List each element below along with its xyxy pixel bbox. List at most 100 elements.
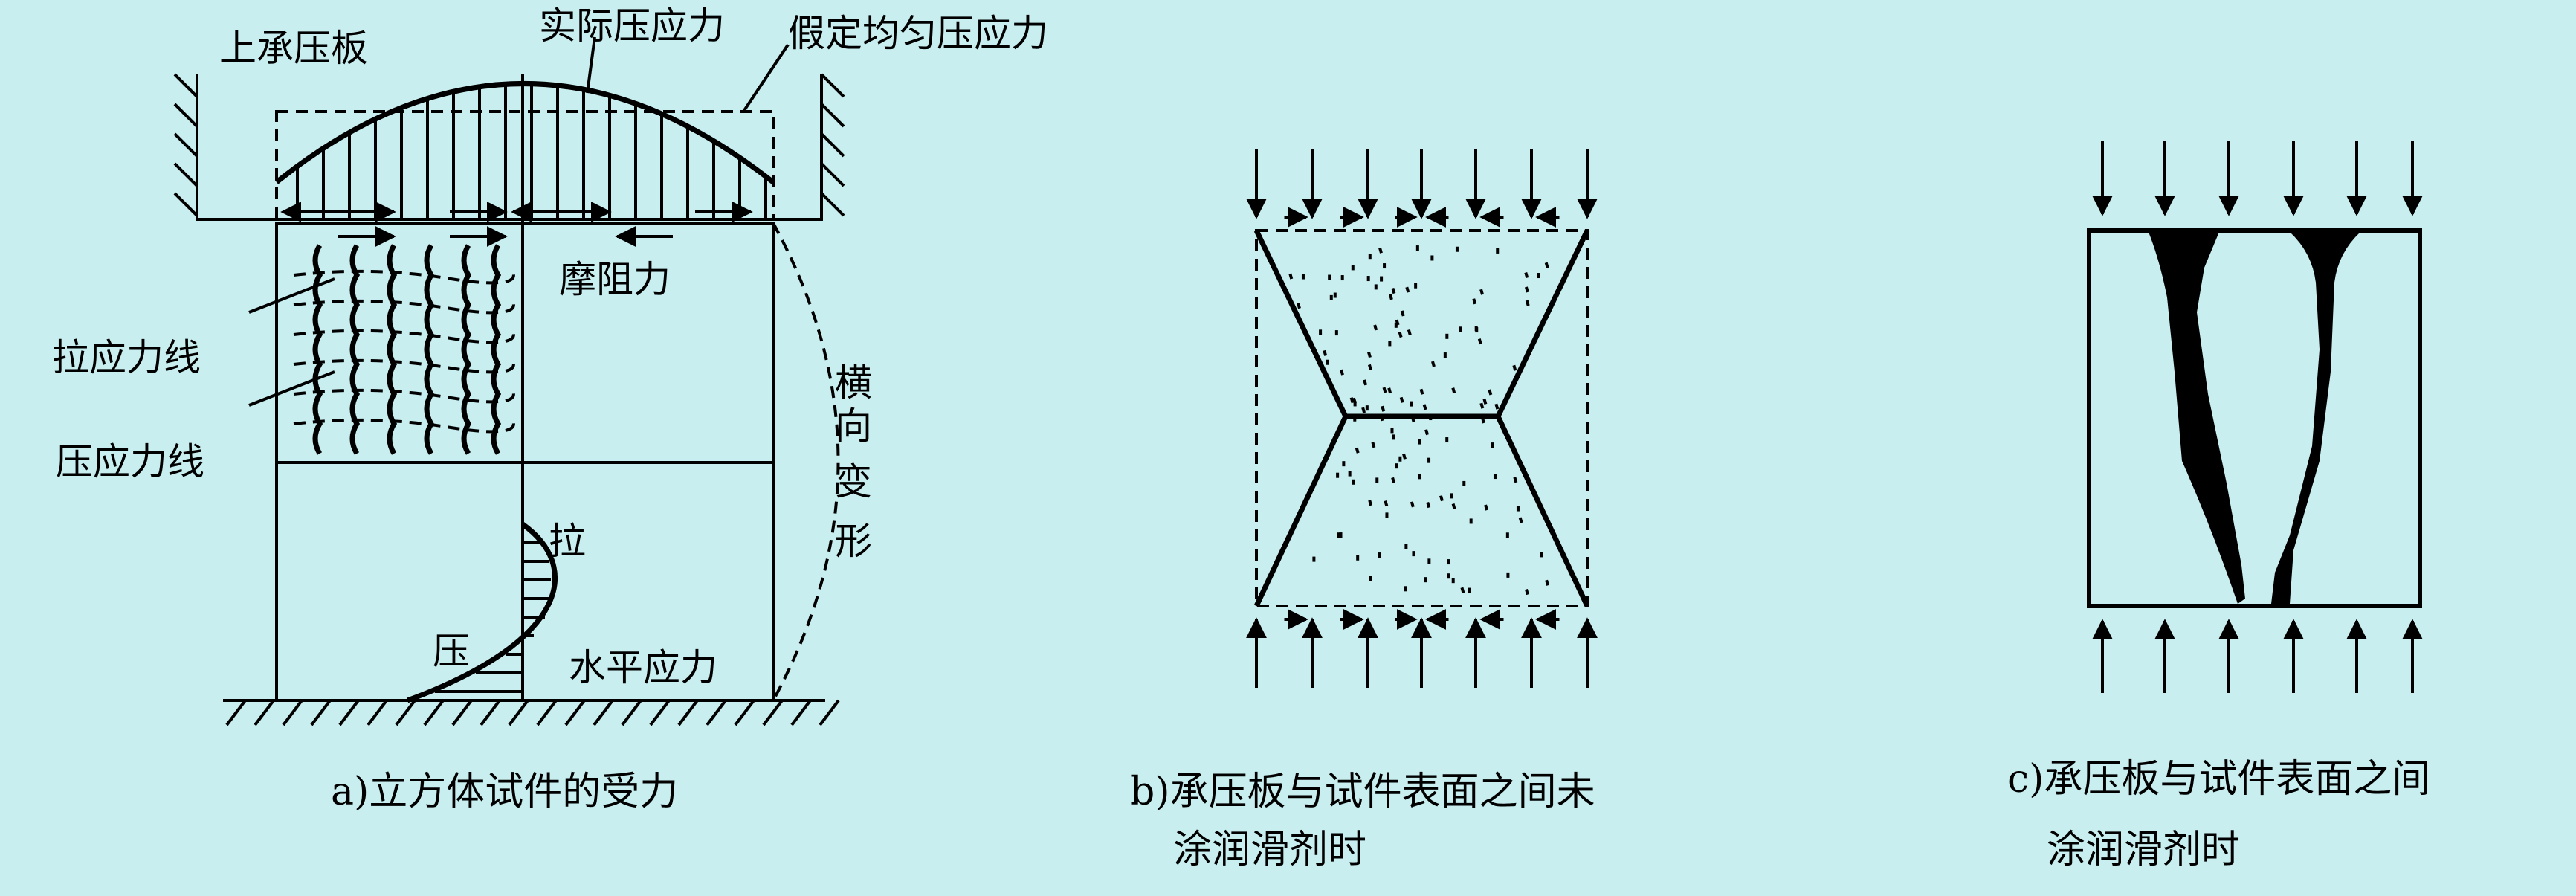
- speckle: [1424, 429, 1429, 436]
- label-lateral-deformation-3: 变: [835, 460, 872, 503]
- speckle: [1524, 271, 1529, 279]
- speckle: [1410, 416, 1415, 423]
- tension-stress-line: [424, 244, 435, 455]
- speckle: [1368, 364, 1372, 370]
- ground-hatch: [677, 699, 699, 726]
- ground-hatch: [593, 699, 614, 726]
- figure-c: c)承压板与试件表面之间 涂润滑剂时: [2007, 141, 2430, 872]
- speckle: [1451, 387, 1456, 394]
- tension-stress-line: [312, 244, 323, 455]
- ground-hatch: [395, 699, 416, 726]
- compression-stress-line: [293, 269, 515, 285]
- speckle: [1391, 477, 1396, 484]
- ground-hatch: [762, 699, 784, 726]
- ground-base: [223, 699, 840, 726]
- speckle: [1381, 405, 1386, 412]
- figure-b: b)承压板与试件表面之间未 涂润滑剂时: [1130, 149, 1598, 872]
- leader-lines: [248, 36, 790, 407]
- speckle: [1340, 369, 1344, 376]
- ground-hatch: [338, 699, 360, 726]
- ground-hatch: [649, 699, 671, 726]
- speckle: [1451, 503, 1456, 510]
- speckle: [1484, 504, 1488, 511]
- crushed-concrete-speckle: [1288, 245, 1550, 596]
- speckle: [1382, 387, 1387, 393]
- speckle: [1368, 500, 1373, 506]
- speckle: [1297, 303, 1301, 309]
- speckle: [1349, 397, 1355, 404]
- stress-lines: [293, 244, 515, 455]
- ground-hatch: [734, 699, 755, 726]
- speckle: [1398, 331, 1403, 338]
- speckle: [1481, 417, 1485, 424]
- label-lateral-deformation-1: 横: [835, 361, 872, 405]
- label-actual-stress: 实际压应力: [539, 4, 725, 48]
- speckle: [1488, 389, 1493, 396]
- ground-hatch: [367, 699, 388, 726]
- ground-hatch: [706, 699, 727, 726]
- label-tension-lines: 拉应力线: [52, 336, 201, 379]
- actual-stress-diagram: [274, 81, 775, 219]
- ground-hatch: [790, 699, 812, 726]
- speckle: [1367, 352, 1372, 358]
- load-arrows-b: [1246, 149, 1598, 688]
- caption-b-line2: 涂润滑剂时: [1173, 828, 1366, 872]
- compression-stress-line: [293, 418, 515, 434]
- speckle: [1524, 286, 1529, 293]
- speckle: [1373, 324, 1378, 331]
- speckle: [1388, 294, 1393, 300]
- speckle: [1400, 310, 1405, 317]
- speckle: [1460, 587, 1465, 593]
- ground-hatch: [508, 699, 529, 726]
- speckle: [1395, 319, 1400, 326]
- label-horizontal-stress: 水平应力: [569, 646, 717, 689]
- label-tension: 拉: [549, 520, 586, 563]
- speckle: [1513, 477, 1518, 483]
- label-lateral-deformation-4: 形: [835, 520, 872, 563]
- specimen-outline-c: [2087, 228, 2422, 608]
- speckle: [1477, 338, 1482, 345]
- friction-arrows: [280, 202, 753, 247]
- ground-hatch: [564, 699, 586, 726]
- speckle: [1384, 500, 1389, 507]
- compression-stress-line: [293, 299, 515, 315]
- load-arrows-c: [2092, 141, 2423, 693]
- ground-hatch: [819, 699, 840, 726]
- failure-cones-b: [1253, 229, 1590, 607]
- vertical-cracks-c: [2149, 232, 2360, 604]
- label-assumed-stress: 假定均匀压应力: [788, 12, 1048, 55]
- figure-a: 上承压板 实际压应力 假定均匀压应力 摩阻力 拉应力线 压应力线 横 向 变 形…: [52, 4, 1048, 814]
- horizontal-stress-diagram: [406, 522, 558, 703]
- ground-hatch: [536, 699, 558, 726]
- speckle: [1407, 329, 1412, 335]
- caption-a: a)立方体试件的受力: [331, 770, 678, 814]
- ground-hatch: [451, 699, 473, 726]
- speckle: [1479, 289, 1484, 295]
- ground-hatch: [282, 699, 303, 726]
- speckle: [1378, 247, 1383, 254]
- speckle: [1512, 364, 1517, 371]
- speckle: [1525, 300, 1530, 306]
- speckle: [1402, 453, 1407, 460]
- label-upper-plate: 上承压板: [219, 27, 368, 70]
- ground-hatch: [480, 699, 501, 726]
- tension-stress-line: [461, 244, 472, 455]
- speckle: [1426, 502, 1431, 509]
- speckle: [1431, 361, 1436, 367]
- ground-hatch: [621, 699, 642, 726]
- speckle: [1352, 397, 1357, 404]
- lateral-deformation-curve: [772, 222, 840, 701]
- speckle: [1379, 415, 1384, 422]
- label-friction: 摩阻力: [559, 258, 671, 301]
- speckle: [1323, 349, 1328, 356]
- speckle: [1525, 589, 1529, 596]
- speckle: [1410, 501, 1415, 508]
- speckle: [1363, 379, 1368, 386]
- speckle: [1518, 517, 1523, 523]
- speckle: [1399, 396, 1404, 403]
- speckle: [1422, 404, 1427, 410]
- tension-stress-line: [349, 244, 361, 455]
- tension-stress-line: [387, 244, 398, 455]
- tension-stress-line: [491, 244, 502, 455]
- caption-c-line1: c)承压板与试件表面之间: [2007, 757, 2430, 802]
